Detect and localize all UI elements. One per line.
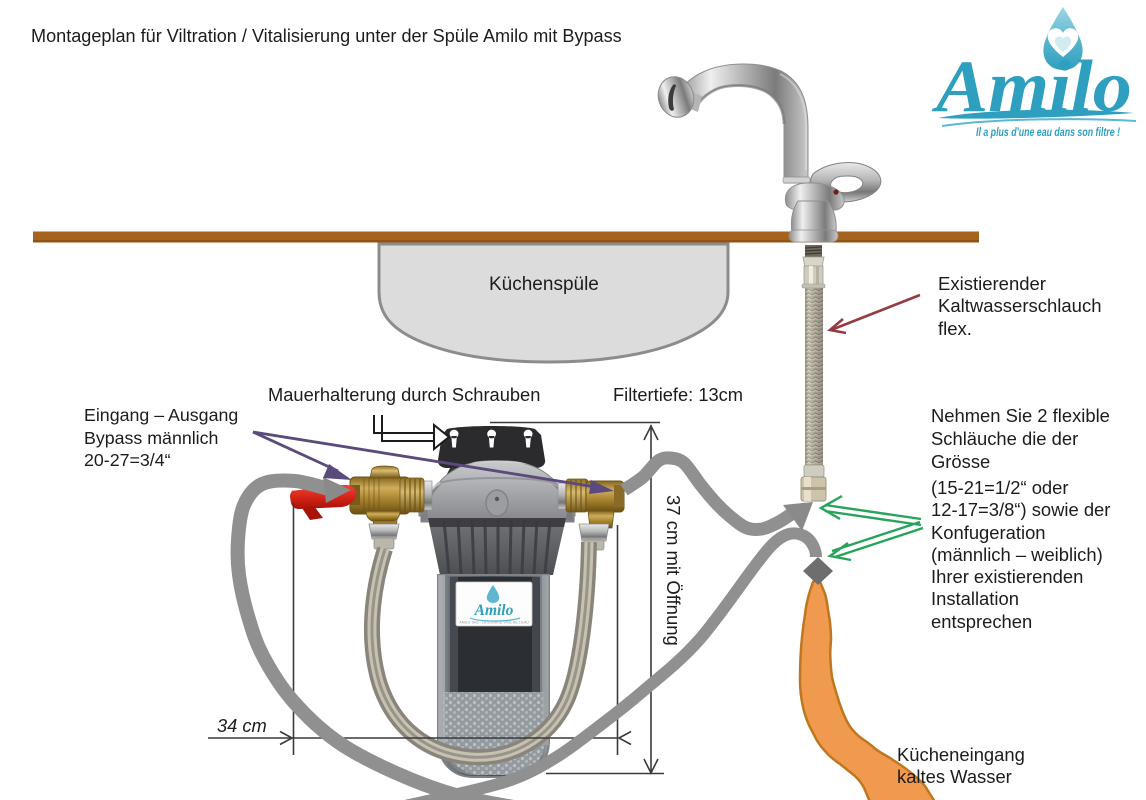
svg-text:Amilo: Amilo (474, 602, 514, 619)
svg-text:Il a plus d'une eau dans son f: Il a plus d'une eau dans son filtre ! (976, 125, 1120, 139)
svg-text:AMILO SAS - LA SOURCE VIVE DE: AMILO SAS - LA SOURCE VIVE DE L'EAU (459, 621, 529, 625)
